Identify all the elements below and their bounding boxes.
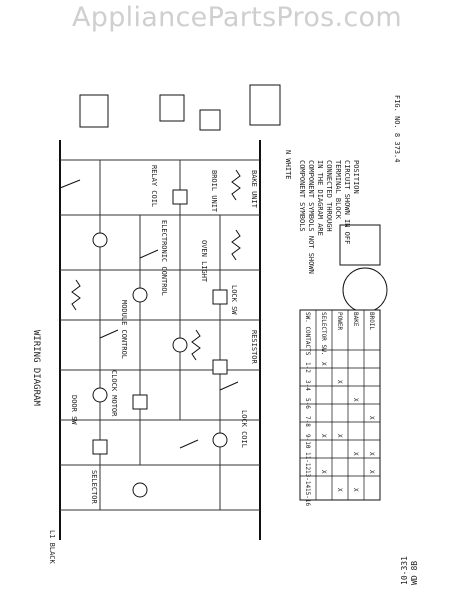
legend-line-3: CONNECTED THROUGH <box>325 160 333 232</box>
label-clock-motor: CLOCK MOTOR <box>110 370 118 417</box>
document-number: 10-331 WD 8B <box>400 545 440 585</box>
legend-line-1: COMPONENT SYMBOLS NOT SHOWN <box>307 160 315 274</box>
table-header-broil: BROIL <box>368 312 375 330</box>
table-header-selector: SELECTOR SW. <box>320 312 327 355</box>
table-cell: 13-14 <box>304 470 311 488</box>
legend-line-6: POSITION <box>352 160 360 194</box>
table-cell: X <box>320 362 327 366</box>
table-cell: X <box>352 452 359 456</box>
label-selector: SELECTOR <box>90 470 98 505</box>
terminal-n-label: N WHITE <box>284 150 292 180</box>
label-electronic-control: ELECTRONIC CONTROL <box>160 220 168 296</box>
table-cell: X <box>352 488 359 492</box>
figure-reference: FIG. NO. 8 373.4 <box>393 95 401 162</box>
legend-line-4: TERMINAL BLOCK <box>334 160 342 220</box>
table-cell: X <box>336 380 343 384</box>
table-cell: 15-16 <box>304 488 311 506</box>
label-resistor: RESISTOR <box>250 330 258 365</box>
table-header-power: POWER <box>336 312 343 330</box>
terminal-l1-label: L1 BLACK <box>48 530 56 565</box>
document-number-line-2: WD 8B <box>410 560 419 585</box>
legend-title: COMPONENT SYMBOLS <box>298 160 306 232</box>
table-cell: X <box>336 488 343 492</box>
table-header-bake: BAKE <box>352 312 359 327</box>
table-header-contacts: SW. CONTACTS <box>304 312 311 356</box>
table-cell: X <box>368 470 375 474</box>
label-door-sw: DOOR SW <box>70 395 78 425</box>
table-cell: 3-4 <box>304 380 311 391</box>
watermark-text: AppliancePartsPros.com <box>72 2 402 33</box>
label-relay-coil: RELAY COIL <box>150 165 158 207</box>
table-cell: 9-10 <box>304 434 311 449</box>
legend-line-5: CIRCUIT SHOWN IN OFF <box>343 160 351 244</box>
label-lock-coil: LOCK COIL <box>240 410 248 448</box>
table-cell: X <box>320 470 327 474</box>
table-cell: 1-2 <box>304 362 311 373</box>
table-cell: X <box>368 452 375 456</box>
table-cell: X <box>336 434 343 438</box>
table-cell: 7-8 <box>304 416 311 427</box>
table-cell: X <box>368 416 375 420</box>
table-cell: X <box>352 398 359 402</box>
table-cell: X <box>320 434 327 438</box>
label-broil-unit: BROIL UNIT <box>210 170 218 213</box>
table-cell: 5-6 <box>304 398 311 409</box>
legend-line-2: IN THE DIAGRAM ARE <box>316 160 324 236</box>
table-cell: 11-12 <box>304 452 311 470</box>
document-number-line-1: 10-331 <box>400 556 409 585</box>
label-oven-light: OVEN LIGHT <box>200 240 208 283</box>
diagram-title: WIRING DIAGRAM <box>31 330 41 406</box>
label-lock-sw: LOCK SW <box>230 285 238 315</box>
label-bake-unit: BAKE UNIT <box>250 170 258 209</box>
label-module-control: MODULE CONTROL <box>120 300 128 359</box>
